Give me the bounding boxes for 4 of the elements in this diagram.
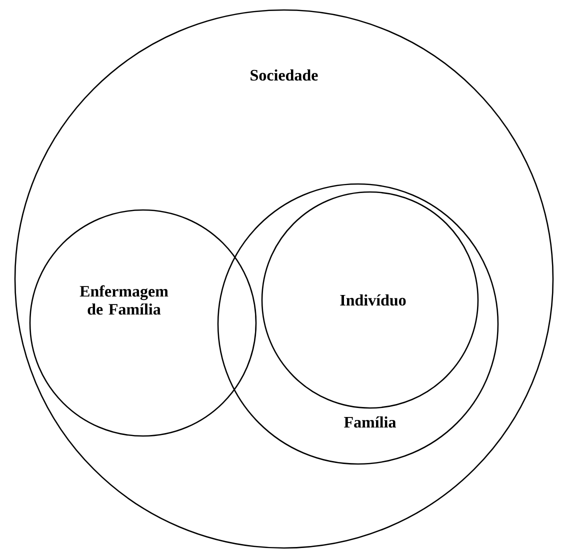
circle-label: Enfermagem de Família: [80, 285, 168, 315]
circle-label: Sociedade: [250, 69, 318, 81]
circle-label: Indivíduo: [340, 294, 406, 306]
circle-label: Família: [344, 416, 396, 428]
